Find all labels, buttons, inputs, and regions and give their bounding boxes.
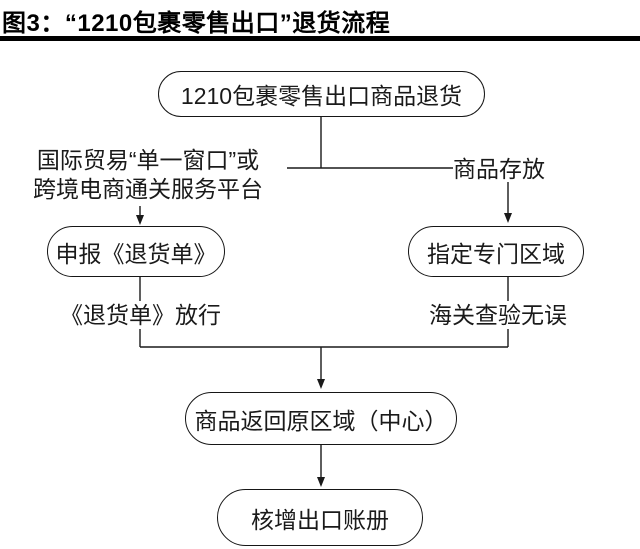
node-area-label: 指定专门区域	[427, 240, 565, 267]
arrowhead-center-down	[317, 379, 325, 389]
title-underline-bar	[0, 36, 640, 41]
edge-label-customs-inspection: 海关查验无误	[426, 301, 570, 329]
arrowhead-bottom-down	[317, 477, 325, 487]
edge-label-channel-line1: 国际贸易“单一窗口”或	[36, 147, 260, 173]
node-goods-return-original-area: 商品返回原区域（中心）	[185, 392, 457, 445]
node-ledger-label: 核增出口账册	[251, 506, 389, 533]
node-increase-export-ledger: 核增出口账册	[217, 489, 423, 546]
edge-label-declaration-channel: 国际贸易“单一窗口”或 跨境电商通关服务平台	[6, 146, 290, 204]
edge-label-channel-line2: 跨境电商通关服务平台	[33, 176, 263, 202]
node-return-label: 商品返回原区域（中心）	[194, 407, 448, 434]
edge-label-goods-storage: 商品存放	[453, 156, 545, 182]
node-start-label: 1210包裹零售出口商品退货	[180, 83, 463, 109]
figure-title: 图3：“1210包裹零售出口”退货流程	[2, 10, 391, 37]
arrowhead-left-down	[136, 215, 144, 225]
node-designated-area: 指定专门区域	[408, 226, 584, 277]
node-declare-return-form: 申报《退货单》	[47, 226, 225, 277]
edge-label-form-release: 《退货单》放行	[57, 301, 224, 329]
node-declare-label: 申报《退货单》	[55, 240, 217, 267]
node-start-parcel-retail-export-return: 1210包裹零售出口商品退货	[158, 71, 485, 117]
arrowhead-right-down	[504, 213, 512, 223]
